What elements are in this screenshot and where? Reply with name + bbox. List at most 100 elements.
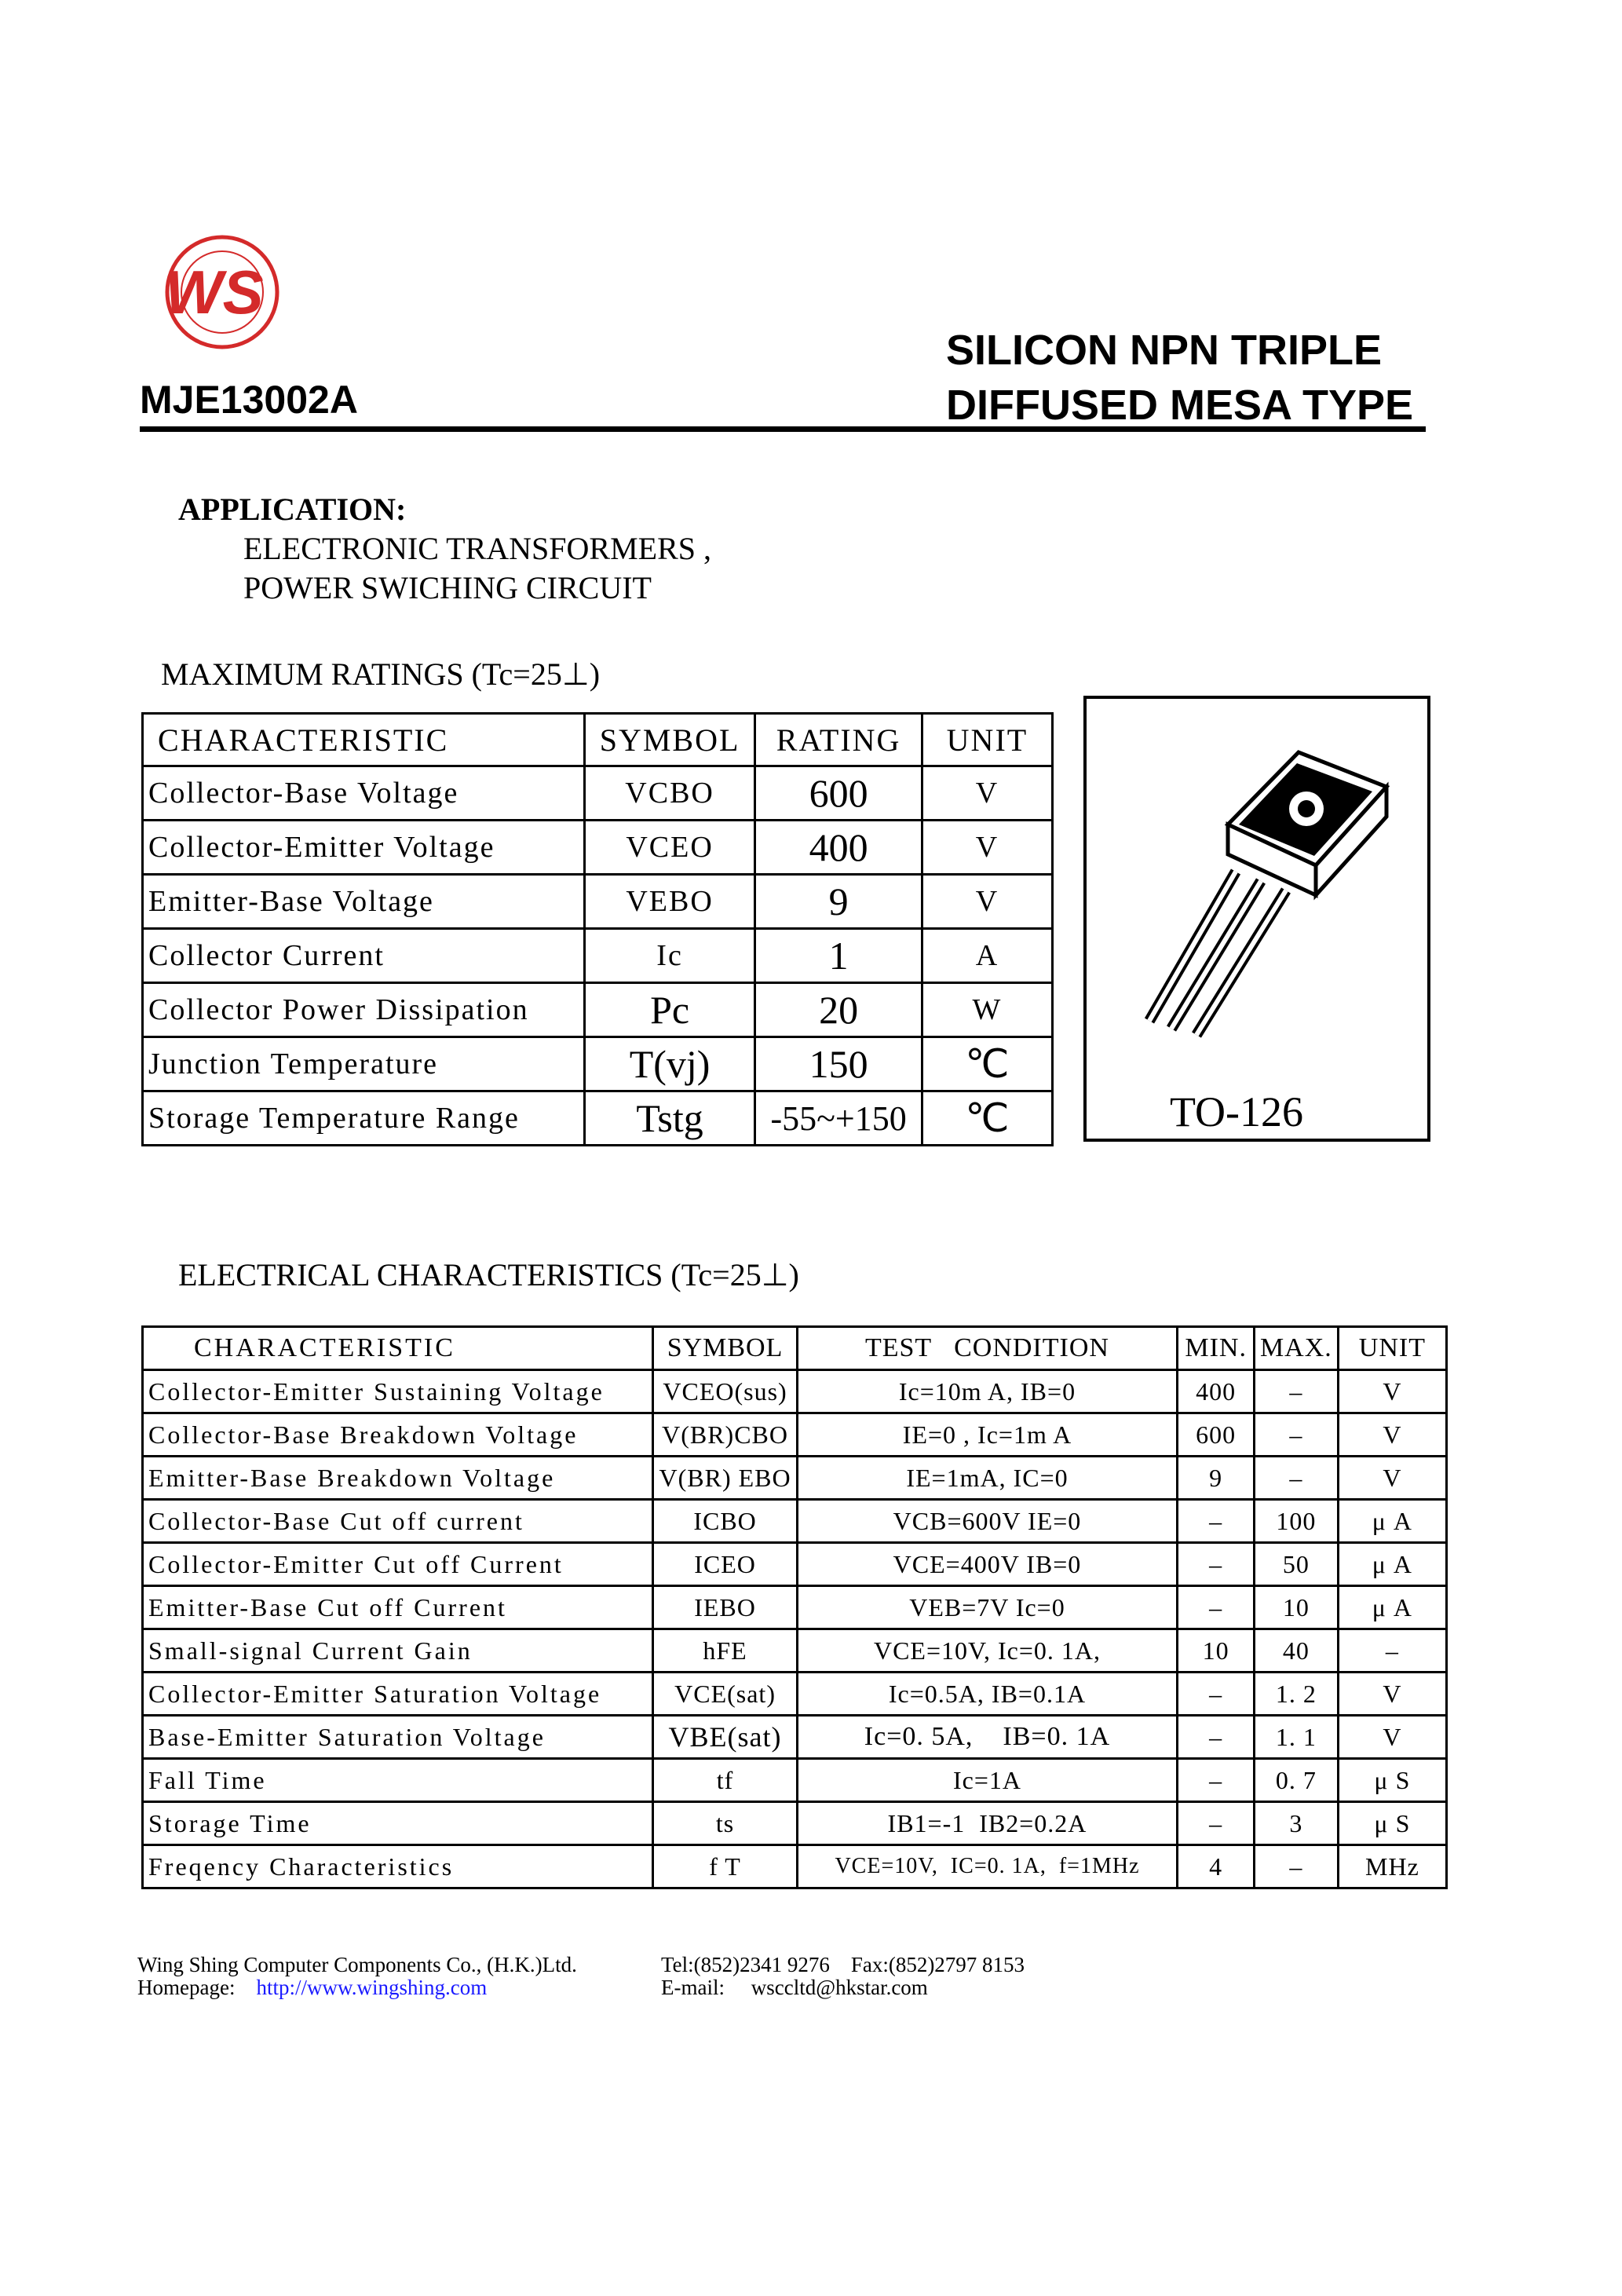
application-heading: APPLICATION: (178, 492, 407, 527)
characteristic-cell: Collector-Emitter Voltage (141, 819, 586, 876)
application-item: ELECTRONIC TRANSFORMERS , (243, 531, 712, 566)
condition-cell: VCE=10V, Ic=0. 1A, (795, 1628, 1179, 1673)
svg-text:WS: WS (165, 258, 264, 327)
max-ratings-table: CHARACTERISTIC SYMBOL RATING UNIT Collec… (141, 712, 1054, 1146)
header-cell: MAX. (1252, 1325, 1339, 1371)
characteristic-cell: Junction Temperature (141, 1036, 586, 1092)
max-cell: 1. 2 (1252, 1671, 1339, 1717)
max-cell: 40 (1252, 1628, 1339, 1673)
to126-package-icon (1144, 750, 1390, 1038)
max-cell: – (1252, 1844, 1339, 1889)
table-row: Collector-Base Cut off current ICBO VCB=… (141, 1498, 1448, 1544)
unit-cell: V (1336, 1671, 1448, 1717)
symbol-cell: T(vj) (583, 1036, 757, 1092)
condition-cell: IE=0 , Ic=1m A (795, 1412, 1179, 1457)
min-cell: – (1176, 1498, 1255, 1544)
header-rule (140, 426, 1426, 432)
table-row: Emitter-Base Cut off Current IEBO VEB=7V… (141, 1585, 1448, 1630)
characteristic-cell: Collector Current (141, 927, 586, 984)
table-row: Collector Current Ic 1 A (141, 927, 1054, 984)
email-address[interactable]: wsccltd@hkstar.com (751, 1976, 928, 1999)
max-cell: 50 (1252, 1541, 1339, 1587)
title-line-1: SILICON NPN TRIPLE (946, 327, 1383, 374)
footer-email: E-mail: wsccltd@hkstar.com (661, 1976, 928, 2000)
min-cell: 4 (1176, 1844, 1255, 1889)
max-cell: – (1252, 1455, 1339, 1501)
symbol-cell: VCEO (583, 819, 757, 876)
table-row: Small-signal Current Gain hFE VCE=10V, I… (141, 1628, 1448, 1673)
symbol-cell: VEBO (583, 873, 757, 930)
title-line-2: DIFFUSED MESA TYPE (946, 382, 1414, 429)
email-label: E-mail: (661, 1976, 725, 1999)
header-cell: CHARACTERISTIC (141, 1325, 655, 1371)
min-cell: 600 (1176, 1412, 1255, 1457)
max-cell: – (1252, 1369, 1339, 1414)
symbol-cell: f T (652, 1844, 798, 1889)
rating-cell: -55~+150 (754, 1090, 923, 1146)
symbol-cell: tf (652, 1757, 798, 1803)
condition-cell: Ic=1A (795, 1757, 1179, 1803)
table-row: Fall Time tf Ic=1A – 0. 7 μ S (141, 1757, 1448, 1803)
unit-cell: μ A (1336, 1498, 1448, 1544)
characteristic-cell: Collector-Base Voltage (141, 765, 586, 821)
table-row: Junction Temperature T(vj) 150 ℃ (141, 1036, 1054, 1092)
table-row: Collector-Emitter Sustaining Voltage VCE… (141, 1369, 1448, 1414)
footer-homepage: Homepage: http://www.wingshing.com (137, 1976, 487, 2000)
unit-cell: A (920, 927, 1054, 984)
unit-cell: V (920, 819, 1054, 876)
unit-cell: MHz (1336, 1844, 1448, 1889)
characteristic-cell: Collector-Emitter Cut off Current (141, 1541, 655, 1587)
max-cell: 3 (1252, 1801, 1339, 1846)
characteristic-cell: Collector-Base Cut off current (141, 1498, 655, 1544)
homepage-link[interactable]: http://www.wingshing.com (256, 1976, 488, 1999)
table-row: Collector-Emitter Cut off Current ICEO V… (141, 1541, 1448, 1587)
table-header-row: CHARACTERISTIC SYMBOL RATING UNIT (141, 712, 1054, 767)
min-cell: 9 (1176, 1455, 1255, 1501)
symbol-cell: IEBO (652, 1585, 798, 1630)
min-cell: – (1176, 1757, 1255, 1803)
unit-cell: ℃ (920, 1090, 1054, 1146)
characteristic-cell: Base-Emitter Saturation Voltage (141, 1714, 655, 1760)
unit-cell: V (920, 873, 1054, 930)
table-row: Freqency Characteristics f T VCE=10V, IC… (141, 1844, 1448, 1889)
condition-cell: Ic=0.5A, IB=0.1A (795, 1671, 1179, 1717)
max-ratings-title: MAXIMUM RATINGS (Tc=25⊥) (161, 656, 601, 692)
unit-cell: V (1336, 1714, 1448, 1760)
homepage-label: Homepage: (137, 1976, 236, 1999)
symbol-cell: VCEO(sus) (652, 1369, 798, 1414)
table-row: Collector-Emitter Voltage VCEO 400 V (141, 819, 1054, 876)
symbol-cell: V(BR)CBO (652, 1412, 798, 1457)
min-cell: – (1176, 1541, 1255, 1587)
part-number: MJE13002A (140, 378, 358, 422)
rating-cell: 1 (754, 927, 923, 984)
min-cell: 10 (1176, 1628, 1255, 1673)
unit-cell: ℃ (920, 1036, 1054, 1092)
unit-cell: μ A (1336, 1585, 1448, 1630)
condition-cell: VEB=7V Ic=0 (795, 1585, 1179, 1630)
max-cell: – (1252, 1412, 1339, 1457)
table-row: Collector-Base Breakdown Voltage V(BR)CB… (141, 1412, 1448, 1457)
application-item: POWER SWICHING CIRCUIT (243, 570, 652, 605)
characteristic-cell: Emitter-Base Breakdown Voltage (141, 1455, 655, 1501)
symbol-cell: hFE (652, 1628, 798, 1673)
electrical-title: ELECTRICAL CHARACTERISTICS (Tc=25⊥) (178, 1257, 799, 1292)
table-row: Collector-Base Voltage VCBO 600 V (141, 765, 1054, 821)
symbol-cell: ts (652, 1801, 798, 1846)
min-cell: – (1176, 1801, 1255, 1846)
unit-cell: V (920, 765, 1054, 821)
characteristic-cell: Collector Power Dissipation (141, 982, 586, 1038)
unit-cell: V (1336, 1455, 1448, 1501)
header-cell: UNIT (920, 712, 1054, 767)
rating-cell: 600 (754, 765, 923, 821)
symbol-cell: VBE(sat) (652, 1714, 798, 1760)
package-label: TO-126 (1170, 1088, 1303, 1135)
table-row: Storage Time ts IB1=-1 IB2=0.2A – 3 μ S (141, 1801, 1448, 1846)
footer-company: Wing Shing Computer Components Co., (H.K… (137, 1953, 577, 1976)
header-cell: SYMBOL (652, 1325, 798, 1371)
symbol-cell: VCBO (583, 765, 757, 821)
characteristic-cell: Emitter-Base Cut off Current (141, 1585, 655, 1630)
min-cell: – (1176, 1671, 1255, 1717)
header-cell: TEST CONDITION (795, 1325, 1179, 1371)
max-cell: 10 (1252, 1585, 1339, 1630)
symbol-cell: VCE(sat) (652, 1671, 798, 1717)
